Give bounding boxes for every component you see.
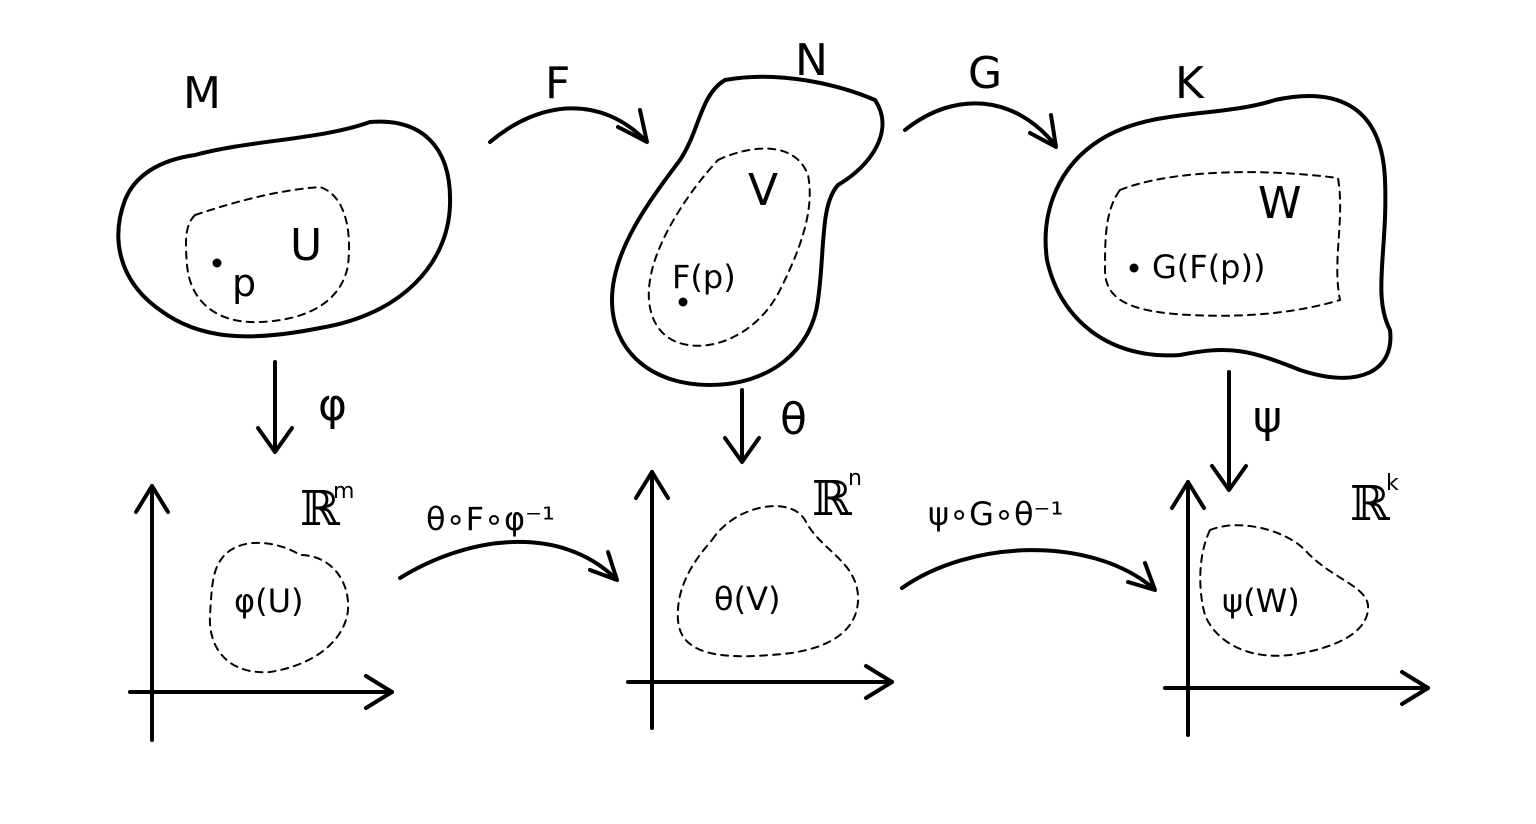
chart-theta-label: θ	[780, 394, 807, 445]
region-thetaV-label: θ(V)	[714, 580, 780, 618]
manifold-N-outline	[610, 74, 885, 387]
chart-phi-arrow: φ	[256, 360, 347, 454]
manifold-K-label: K	[1175, 58, 1205, 109]
manifold-M: p U M	[116, 68, 453, 339]
coordinate-space-Rk: ψ(W) ℝ k	[1163, 471, 1430, 737]
manifold-M-label: M	[183, 68, 221, 119]
region-psiW-label: ψ(W)	[1222, 582, 1300, 620]
manifold-K-outline	[1043, 94, 1393, 380]
Rk-exponent: k	[1386, 471, 1399, 496]
Rm-label: ℝ	[300, 481, 340, 537]
manifold-K: G(F(p)) W K	[1043, 58, 1393, 380]
manifold-M-outline	[116, 119, 453, 339]
open-set-U-label: U	[290, 220, 322, 271]
coordinate-space-Rm: φ(U) ℝ m	[128, 479, 394, 742]
map-G-label: G	[968, 48, 1002, 99]
chart-theta-arrow: θ	[723, 388, 807, 464]
open-set-U-boundary	[185, 185, 351, 324]
point-p-label: p	[232, 261, 256, 305]
point-p-dot	[212, 258, 222, 268]
region-phiU-label: φ(U)	[234, 582, 304, 620]
coordinate-space-Rn: θ(V) ℝ n	[626, 466, 894, 730]
chart-psi-arrow: ψ	[1210, 370, 1282, 492]
map-F-label: F	[545, 58, 570, 109]
open-set-W-label: W	[1258, 178, 1302, 229]
manifold-N-label: N	[795, 35, 828, 86]
point-Fp-dot	[678, 297, 688, 307]
Rn-label: ℝ	[812, 471, 852, 527]
region-phiU-boundary	[208, 541, 350, 674]
map-F-arrow: F	[488, 58, 649, 144]
point-GFp-label: G(F(p))	[1152, 248, 1265, 286]
open-set-V-label: V	[748, 165, 778, 216]
transition-map-1-arrow: θ∘F∘φ⁻¹	[398, 500, 619, 582]
manifold-N: F(p) V N	[610, 35, 885, 387]
open-set-V-boundary	[647, 147, 811, 347]
transition-map-2-arrow: ψ∘G∘θ⁻¹	[900, 495, 1157, 592]
transition-map-2-label: ψ∘G∘θ⁻¹	[928, 495, 1063, 533]
point-Fp-label: F(p)	[672, 258, 736, 296]
Rn-exponent: n	[848, 466, 862, 491]
Rm-exponent: m	[333, 479, 354, 504]
region-thetaV-boundary	[676, 505, 860, 658]
chart-psi-label: ψ	[1253, 392, 1282, 443]
point-GFp-dot	[1129, 263, 1139, 273]
map-G-arrow: G	[903, 48, 1058, 149]
transition-map-1-label: θ∘F∘φ⁻¹	[426, 500, 555, 538]
chart-phi-label: φ	[318, 380, 347, 431]
Rk-label: ℝ	[1350, 476, 1390, 532]
open-set-W-boundary	[1103, 171, 1342, 317]
region-psiW-boundary	[1199, 524, 1370, 657]
